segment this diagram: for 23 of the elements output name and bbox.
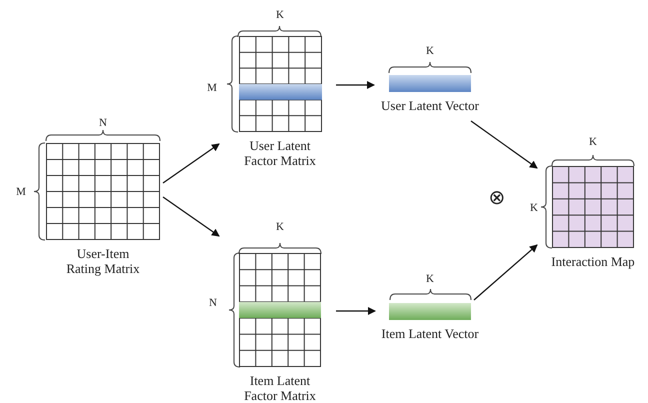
dimension-label: K — [530, 202, 538, 214]
arrow — [162, 143, 220, 184]
matrix-caption: User Latent Vector — [380, 98, 480, 113]
arrow — [162, 196, 220, 237]
arrow — [336, 307, 376, 315]
arrow — [470, 120, 538, 169]
matrix-caption: User Latent Factor Matrix — [243, 138, 317, 168]
dimension-label: M — [207, 82, 217, 94]
dimension-label: K — [276, 221, 284, 233]
dimension-label: K — [589, 136, 597, 148]
operator-symbol: ⊗ — [488, 188, 506, 208]
arrow — [336, 81, 375, 89]
dimension-label: K — [426, 273, 434, 285]
matrix-caption: Interaction Map — [550, 254, 636, 269]
dimension-label: M — [16, 186, 26, 198]
dimension-label: N — [209, 297, 217, 309]
dimension-label: K — [426, 45, 434, 57]
matrix-caption: Item Latent Vector — [380, 326, 480, 341]
dimension-label: K — [276, 9, 284, 21]
matrix-caption: Item Latent Factor Matrix — [243, 373, 317, 403]
dimension-label: N — [99, 117, 107, 129]
matrix-caption: User-Item Rating Matrix — [65, 246, 141, 276]
arrow — [474, 244, 538, 300]
